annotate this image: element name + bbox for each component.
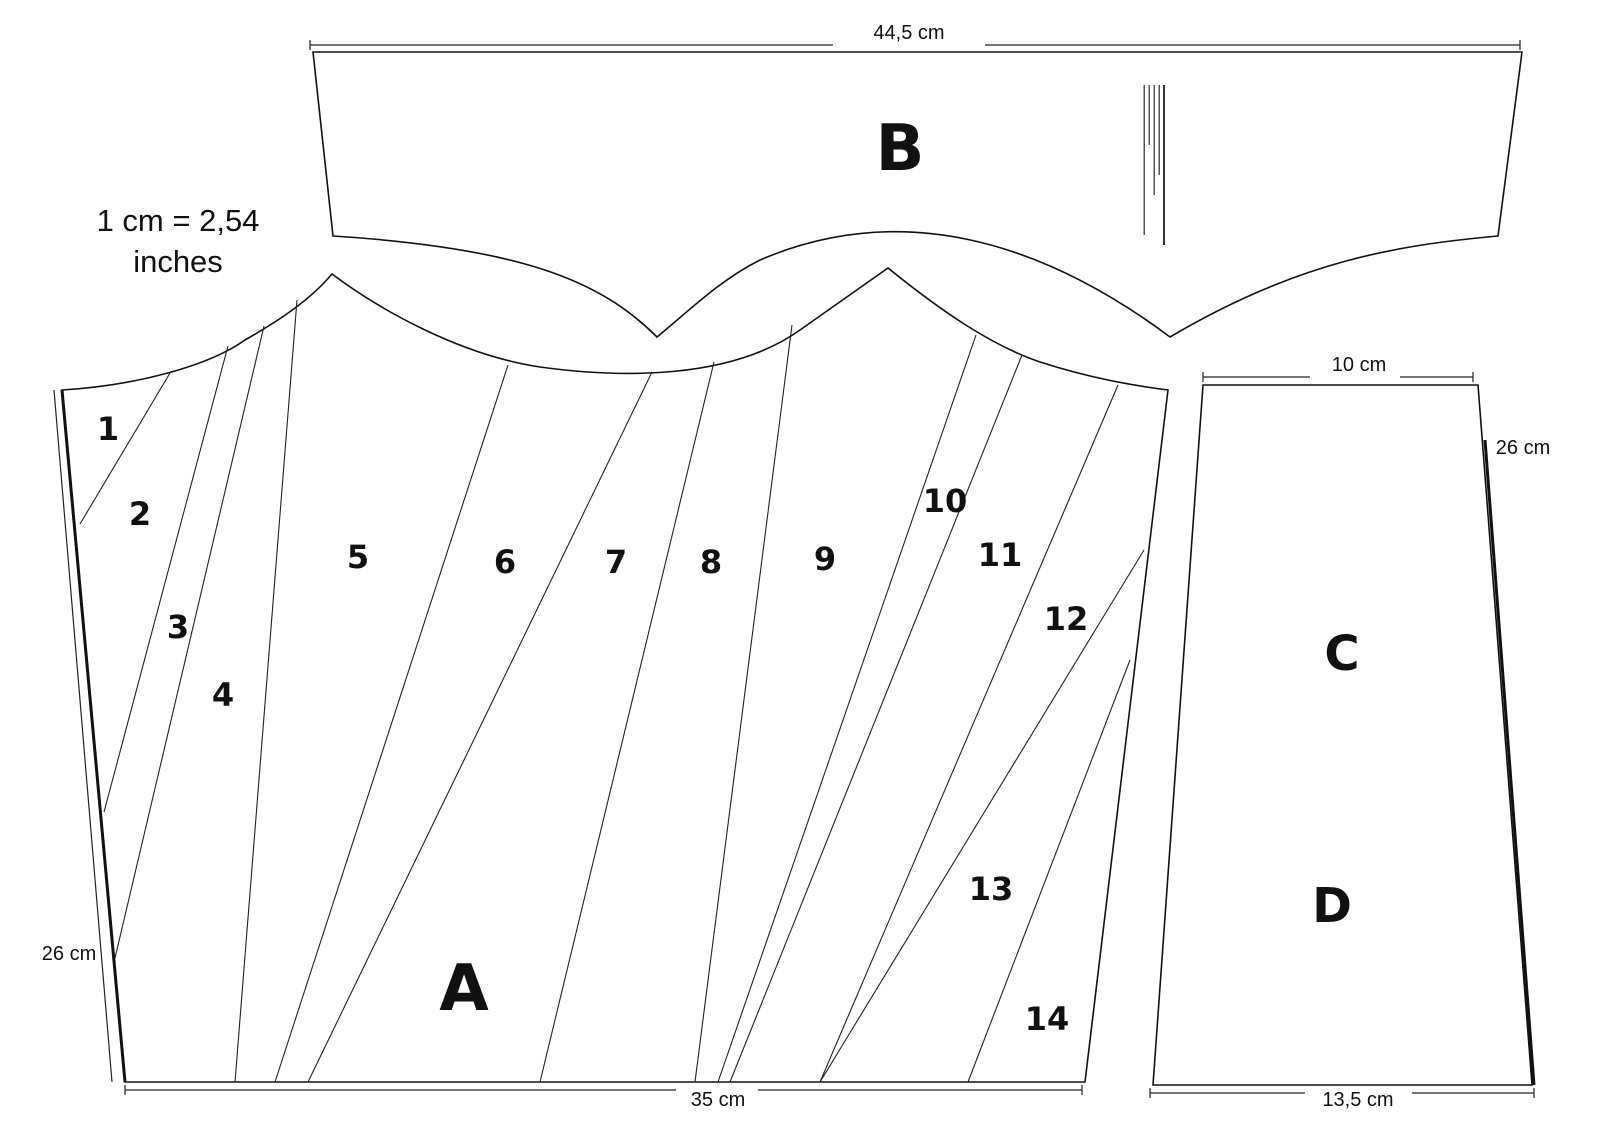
piece-a-width-label: 35 cm bbox=[691, 1089, 745, 1111]
piece-a-height-dimension-line bbox=[53, 389, 113, 1083]
piece-b-letter: B bbox=[876, 112, 925, 186]
scale-note-line1: 1 cm = 2,54 bbox=[97, 203, 260, 238]
piece-cd: 10 cm 26 cm 13,5 cm C D bbox=[1149, 354, 1550, 1111]
section-number-14: 14 bbox=[1025, 1000, 1070, 1038]
piece-c-letter: C bbox=[1324, 626, 1359, 682]
seam-line-11 bbox=[819, 384, 1119, 1083]
piece-a-outline bbox=[61, 266, 1169, 1083]
piece-b-outline bbox=[312, 51, 1523, 339]
scale-note-line2: inches bbox=[133, 244, 223, 279]
seam-line-12 bbox=[819, 549, 1145, 1083]
section-number-3: 3 bbox=[167, 608, 189, 646]
section-number-10: 10 bbox=[923, 482, 968, 520]
piece-c-side-height-label: 26 cm bbox=[1496, 437, 1550, 459]
seam-line-13 bbox=[967, 659, 1131, 1083]
seam-line-1 bbox=[79, 372, 171, 525]
piece-d-bottom-width-label: 13,5 cm bbox=[1322, 1089, 1393, 1111]
piece-a: 1 2 3 4 5 6 7 8 9 10 11 12 13 14 A 35 cm… bbox=[42, 266, 1169, 1111]
piece-a-seam-lines bbox=[79, 299, 1145, 1083]
section-number-13: 13 bbox=[969, 870, 1014, 908]
piece-b-printed-note bbox=[1143, 85, 1165, 245]
seam-line-6 bbox=[307, 371, 653, 1083]
section-number-12: 12 bbox=[1044, 600, 1089, 638]
seam-line-8 bbox=[694, 324, 793, 1083]
piece-c-top-width-label: 10 cm bbox=[1332, 354, 1386, 376]
seam-line-4 bbox=[234, 299, 298, 1083]
piece-a-height-label: 26 cm bbox=[42, 943, 96, 965]
section-number-7: 7 bbox=[605, 543, 627, 581]
piece-cd-right-edge bbox=[1483, 439, 1536, 1086]
piece-a-section-numbers: 1 2 3 4 5 6 7 8 9 10 11 12 13 14 bbox=[97, 410, 1088, 1038]
seam-line-10 bbox=[729, 354, 1023, 1083]
seam-line-5 bbox=[274, 364, 509, 1083]
section-number-9: 9 bbox=[814, 540, 836, 578]
piece-b: 44,5 cm B bbox=[309, 22, 1523, 339]
piece-cd-outline bbox=[1152, 384, 1533, 1086]
seam-line-7 bbox=[539, 361, 715, 1083]
section-number-11: 11 bbox=[978, 536, 1023, 574]
piece-a-left-edge bbox=[60, 389, 127, 1083]
piece-a-letter: A bbox=[439, 952, 489, 1026]
section-number-2: 2 bbox=[129, 495, 151, 533]
seam-line-9 bbox=[717, 334, 977, 1083]
section-number-5: 5 bbox=[347, 538, 369, 576]
section-number-8: 8 bbox=[700, 543, 722, 581]
section-number-1: 1 bbox=[97, 410, 119, 448]
section-number-6: 6 bbox=[494, 543, 516, 581]
seam-line-3 bbox=[114, 325, 265, 959]
section-number-4: 4 bbox=[212, 676, 234, 714]
piece-b-width-label: 44,5 cm bbox=[873, 22, 944, 44]
piece-d-letter: D bbox=[1312, 878, 1352, 934]
seam-line-2 bbox=[103, 345, 229, 813]
